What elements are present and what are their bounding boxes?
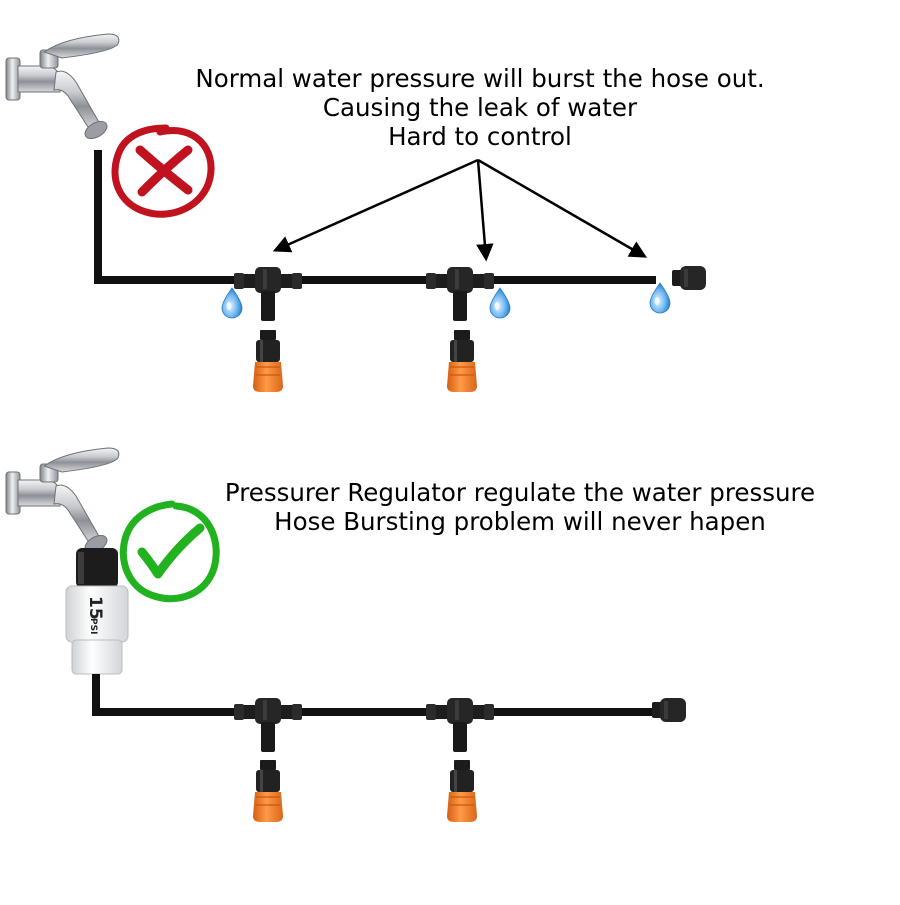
water-drop-icon-3 (649, 282, 671, 314)
top-panel (5, 33, 706, 392)
green-check-circle-icon (119, 500, 220, 603)
top-caption: Normal water pressure will burst the hos… (150, 64, 810, 151)
bottom-panel: 15 PSI (5, 447, 686, 822)
arrow-to-tee-2 (476, 159, 494, 262)
hose-bottom-vertical (92, 674, 236, 716)
arrow-to-end (477, 158, 648, 258)
bottom-caption-line-2: Hose Bursting problem will never hapen (274, 507, 766, 536)
faucet-bottom-icon (5, 447, 120, 557)
top-caption-line-3: Hard to control (388, 122, 572, 151)
sprinkler-nozzle-4 (447, 760, 477, 822)
water-drop-icon-2 (489, 287, 511, 319)
end-cap-detached (672, 266, 706, 290)
top-caption-line-1: Normal water pressure will burst the hos… (195, 64, 765, 93)
regulator-psi-unit: PSI (88, 618, 98, 634)
hose-top-vertical (94, 150, 236, 284)
bottom-caption-line-1: Pressurer Regulator regulate the water p… (224, 478, 816, 507)
end-cap-attached (652, 698, 686, 722)
water-drop-icon-1 (221, 287, 243, 319)
faucet-top-icon (5, 33, 120, 143)
bottom-caption: Pressurer Regulator regulate the water p… (180, 478, 860, 536)
sprinkler-nozzle-3 (253, 760, 283, 822)
tee-connector-3 (234, 698, 302, 752)
regulator-psi-value: 15 (85, 596, 105, 620)
tee-connector-4 (426, 698, 494, 752)
pressure-regulator: 15 PSI (65, 548, 129, 675)
sprinkler-nozzle-detached-2 (447, 330, 477, 392)
tee-connector-1 (234, 267, 302, 321)
tee-connector-2 (426, 267, 494, 321)
top-caption-line-2: Causing the leak of water (322, 93, 638, 122)
red-x-circle-icon (111, 124, 215, 218)
sprinkler-nozzle-detached-1 (253, 330, 283, 392)
arrow-to-tee-1 (272, 158, 479, 253)
